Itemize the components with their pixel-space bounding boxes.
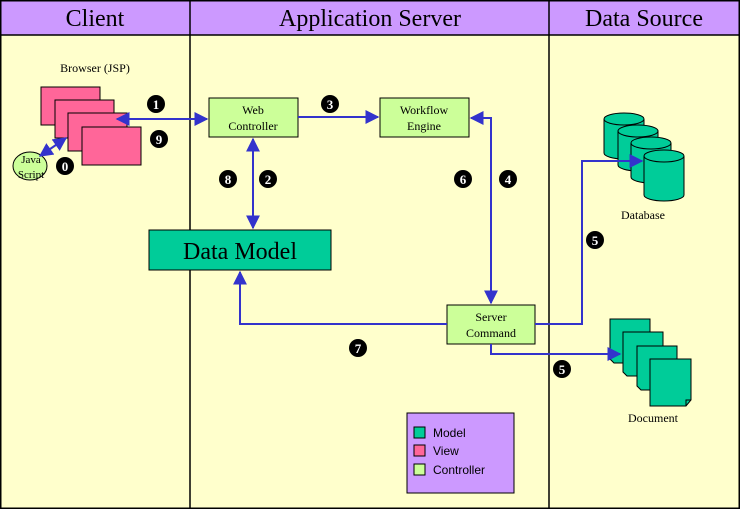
data-model-label: Data Model xyxy=(183,239,297,265)
step-7-marker xyxy=(349,339,367,357)
step-9-marker xyxy=(150,130,168,148)
step-1-label: 1 xyxy=(153,97,160,112)
step-5b-label: 5 xyxy=(559,362,566,377)
column-header-client: Client xyxy=(66,6,125,32)
arrow-browser-javascript xyxy=(38,137,68,157)
browser-pages xyxy=(40,86,142,166)
arrow-workflow-servercommand xyxy=(469,111,498,305)
step-3-marker xyxy=(321,95,339,113)
legend-controller-swatch xyxy=(413,463,426,476)
legend-view-swatch xyxy=(413,444,426,457)
step-9-label: 9 xyxy=(156,132,163,147)
legend-model-label: Model xyxy=(433,426,466,440)
arrow-servercommand-datamodel xyxy=(233,270,447,325)
step-7-label: 7 xyxy=(355,341,362,356)
step-4-label: 4 xyxy=(505,172,512,187)
server-command-label-line1: Server xyxy=(475,310,506,324)
legend-controller-label: Controller xyxy=(433,463,485,477)
step-markers: 1 9 0 3 8 2 6 4 5 7 5 xyxy=(56,95,604,378)
browser-label: Browser (JSP) xyxy=(60,61,130,75)
arrow-servercommand-database xyxy=(535,154,644,325)
step-3-label: 3 xyxy=(327,97,334,112)
step-2-marker xyxy=(259,170,277,188)
step-6-marker xyxy=(454,170,472,188)
step-4-marker xyxy=(499,170,517,188)
step-5a-label: 5 xyxy=(592,233,599,248)
legend-view-label: View xyxy=(433,444,459,458)
step-5b-marker xyxy=(553,360,571,378)
step-0-marker xyxy=(56,157,74,175)
step-8-marker xyxy=(219,170,237,188)
workflow-engine-label-line2: Engine xyxy=(407,119,441,133)
server-command-label-line2: Command xyxy=(466,326,516,340)
column-header-data-source: Data Source xyxy=(585,6,703,32)
javascript-label-line2: Script xyxy=(18,169,44,181)
javascript-node xyxy=(12,151,48,181)
data-model-box xyxy=(148,229,332,271)
web-controller-label-line1: Web xyxy=(242,103,264,117)
step-2-label: 2 xyxy=(265,172,272,187)
legend-model-swatch xyxy=(413,426,426,439)
javascript-label-line1: Java xyxy=(21,154,41,166)
column-header-app-server: Application Server xyxy=(279,6,461,32)
workflow-engine-box xyxy=(379,97,470,138)
step-8-label: 8 xyxy=(225,172,232,187)
document-label: Document xyxy=(628,411,679,425)
flow-arrows xyxy=(38,110,644,361)
header-band xyxy=(0,0,740,35)
workflow-engine-label-line1: Workflow xyxy=(400,103,449,117)
step-5a-marker xyxy=(586,231,604,249)
step-6-label: 6 xyxy=(460,172,467,187)
database-label: Database xyxy=(621,208,665,222)
web-controller-box xyxy=(208,97,299,138)
step-1-marker xyxy=(147,95,165,113)
step-0-label: 0 xyxy=(62,159,69,174)
web-controller-label-line2: Controller xyxy=(228,119,277,133)
arrow-servercommand-document xyxy=(490,344,622,361)
